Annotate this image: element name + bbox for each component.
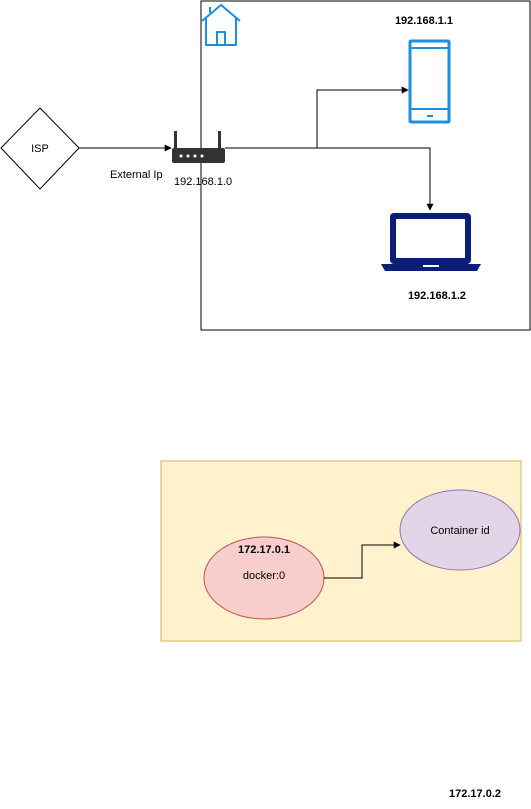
- docker-bridge-node: 172.17.0.1 docker:0: [203, 536, 325, 620]
- router-icon: [172, 131, 225, 163]
- isp-node: ISP: [0, 107, 80, 190]
- router-ip-label: 192.168.1.0: [174, 176, 232, 188]
- home-icon: [201, 4, 241, 46]
- docker-bridge-ip-label: 172.17.0.1: [238, 544, 290, 556]
- laptop-ip-label: 192.168.1.2: [408, 290, 466, 302]
- phone-ip-label: 192.168.1.1: [395, 15, 453, 27]
- router-to-laptop-connector: [317, 147, 434, 211]
- isp-label: ISP: [31, 143, 49, 155]
- bridge-to-container-connector: [324, 541, 401, 579]
- container-node: Container id: [399, 489, 521, 571]
- container-ip-label: 172.17.0.2: [449, 788, 501, 800]
- docker-bridge-name-label: docker:0: [243, 570, 285, 582]
- laptop-icon: [381, 213, 481, 271]
- router-to-phone-connector: [225, 86, 409, 149]
- home-network-boundary: [200, 0, 531, 331]
- mobile-phone-icon: [408, 39, 451, 124]
- container-id-label: Container id: [430, 525, 489, 537]
- external-ip-label: External Ip: [110, 169, 163, 181]
